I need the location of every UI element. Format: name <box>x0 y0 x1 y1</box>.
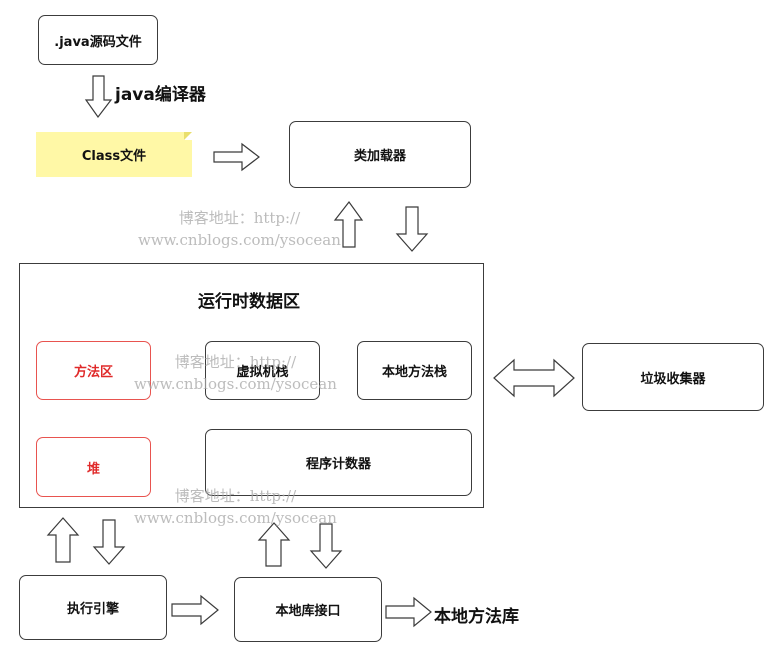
arrow-down-from-loader <box>395 206 429 252</box>
class-loader: 类加载器 <box>289 121 471 188</box>
watermark-1-line1: 博客地址：http:// <box>178 209 301 227</box>
arrow-up-to-heap <box>46 517 80 563</box>
native-method-library-label: 本地方法库 <box>434 607 519 627</box>
java-compiler-label: java编译器 <box>115 85 206 105</box>
watermark-2: 博客地址：http:// www.cnblogs.com/ysocean <box>134 351 337 395</box>
program-counter: 程序计数器 <box>205 429 472 496</box>
vm-stack: 虚拟机栈 <box>205 341 320 400</box>
native-library-interface: 本地库接口 <box>234 577 382 642</box>
class-file-note: Class文件 <box>36 132 192 177</box>
runtime-data-area-title: 运行时数据区 <box>198 292 300 312</box>
arrow-right-to-native-library <box>385 596 432 628</box>
arrow-double-gc <box>493 358 575 398</box>
arrow-right-class-to-loader <box>213 142 260 172</box>
watermark-1: 博客地址：http:// www.cnblogs.com/ysocean <box>138 207 341 251</box>
execution-engine: 执行引擎 <box>19 575 167 640</box>
watermark-2-line1: 博客地址：http:// <box>174 353 297 371</box>
arrow-up-to-runtime <box>257 522 291 567</box>
heap: 堆 <box>36 437 151 497</box>
arrow-up-to-loader <box>333 200 364 248</box>
native-method-stack: 本地方法栈 <box>357 341 472 400</box>
note-fold-corner <box>184 132 192 140</box>
watermark-3-line2: www.cnblogs.com/ysocean <box>134 509 337 527</box>
arrow-right-engine-to-interface <box>171 594 219 626</box>
arrow-down-to-interface <box>309 523 343 569</box>
watermark-3-line1: 博客地址：http:// <box>174 487 297 505</box>
watermark-1-line2: www.cnblogs.com/ysocean <box>138 231 341 249</box>
garbage-collector: 垃圾收集器 <box>582 343 764 411</box>
java-source-file: .java源码文件 <box>38 15 158 65</box>
method-area: 方法区 <box>36 341 151 400</box>
watermark-3: 博客地址：http:// www.cnblogs.com/ysocean <box>134 485 337 529</box>
arrow-down-from-heap <box>92 519 126 565</box>
watermark-2-line2: www.cnblogs.com/ysocean <box>134 375 337 393</box>
arrow-down-compiler <box>84 75 113 119</box>
